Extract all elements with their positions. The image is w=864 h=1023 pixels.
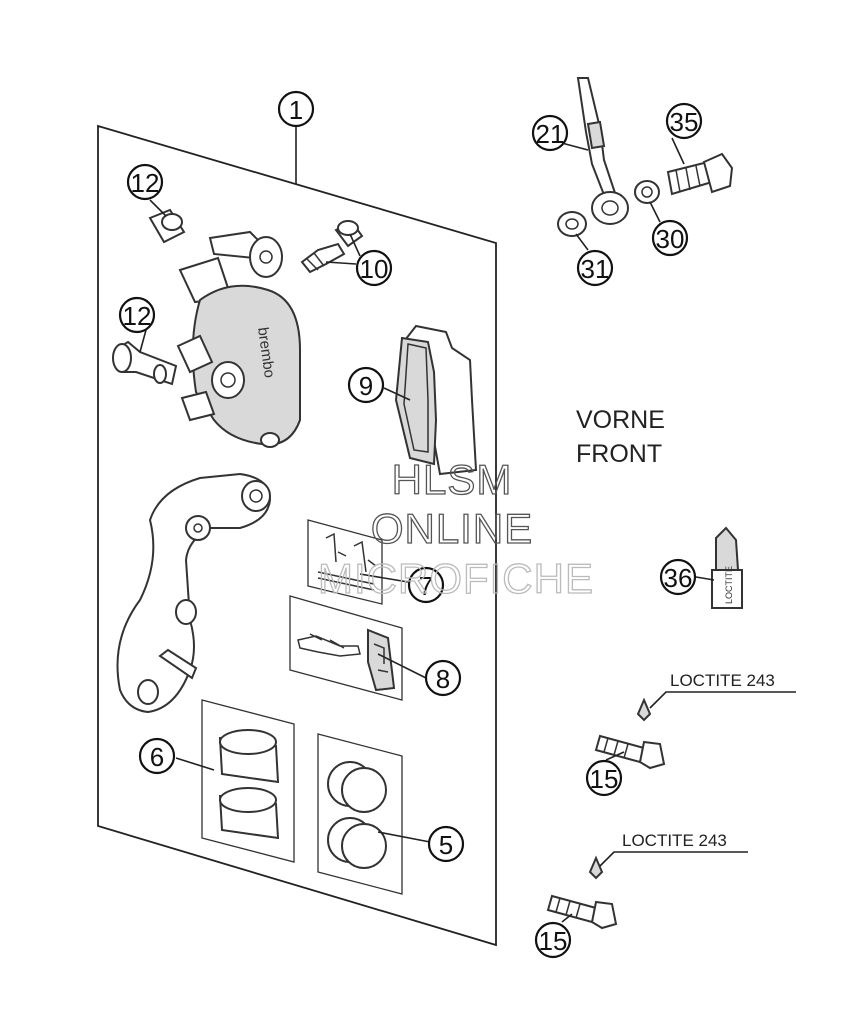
callout-15-upper-label: 15	[590, 764, 619, 794]
callout-6: 6	[138, 737, 176, 775]
callout-15-upper: 15	[585, 759, 623, 797]
callout-31: 31	[576, 249, 614, 287]
brake-pads	[394, 324, 478, 476]
watermark-line-1: HLSM	[392, 456, 513, 503]
callout-12-lower-label: 12	[123, 301, 152, 331]
callout-7-label: 7	[419, 571, 433, 601]
spring-clip-kit	[307, 519, 383, 605]
callout-10: 10	[355, 249, 393, 287]
bolt-15-upper	[594, 697, 666, 770]
callout-30: 30	[651, 219, 689, 257]
watermark: HLSM ONLINE MICROFICHE	[317, 455, 594, 602]
label-loctite-lower: LOCTITE 243	[622, 831, 727, 850]
callout-1: 1	[277, 90, 315, 128]
washer-31	[557, 211, 587, 237]
callout-36: 36	[659, 558, 697, 596]
callout-5: 5	[427, 825, 465, 863]
callout-21-label: 21	[536, 119, 565, 149]
callout-8-label: 8	[436, 664, 450, 694]
callout-15-lower: 15	[534, 921, 572, 959]
loctite-tube: LOCTITE	[711, 526, 743, 609]
callout-12-top: 12	[126, 163, 164, 201]
caliper-body: brembo	[176, 230, 301, 448]
pin-bolt	[112, 340, 178, 386]
callout-8: 8	[424, 659, 462, 697]
loctite-tube-text: LOCTITE	[724, 566, 734, 604]
seal-kit	[317, 733, 403, 895]
label-vorne: VORNE	[576, 406, 665, 434]
piston-kit	[201, 699, 295, 863]
label-loctite-upper: LOCTITE 243	[670, 671, 775, 690]
callout-9-label: 9	[359, 371, 373, 401]
pad-spring-kit	[289, 595, 403, 701]
watermark-line-3: MICROFICHE	[318, 555, 594, 602]
callout-30-label: 30	[656, 224, 685, 254]
callout-12-lower: 12	[118, 296, 156, 334]
callout-10-label: 10	[360, 254, 389, 284]
bleed-screw	[300, 220, 364, 274]
leader-lines	[139, 126, 796, 923]
callout-36-label: 36	[664, 563, 693, 593]
caliper-bracket	[116, 472, 272, 714]
callout-6-label: 6	[150, 742, 164, 772]
washer-30	[634, 180, 660, 204]
banjo-bolt	[666, 152, 734, 196]
callout-31-label: 31	[581, 254, 610, 284]
callout-5-label: 5	[439, 830, 453, 860]
callout-7: 7	[407, 566, 445, 604]
callout-35-label: 35	[670, 107, 699, 137]
brake-line	[576, 77, 629, 225]
label-front: FRONT	[576, 440, 662, 468]
callout-15-lower-label: 15	[539, 926, 568, 956]
callout-12-top-label: 12	[131, 168, 160, 198]
callout-21: 21	[531, 114, 569, 152]
watermark-line-2: ONLINE	[371, 505, 533, 552]
callout-35: 35	[665, 102, 703, 140]
bolt-15-lower	[546, 855, 618, 930]
brand-text: brembo	[254, 326, 278, 379]
callout-1-label: 1	[289, 95, 303, 125]
callout-9: 9	[347, 366, 385, 404]
